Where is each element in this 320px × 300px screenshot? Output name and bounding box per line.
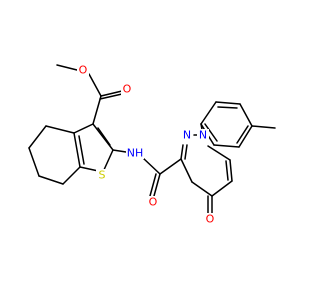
bond — [180, 158, 193, 183]
bond — [102, 149, 114, 173]
atom-label-amide-o: O — [149, 196, 158, 209]
bond — [149, 173, 157, 197]
bond — [38, 175, 64, 185]
bond — [73, 132, 81, 168]
bond — [239, 103, 253, 127]
bond — [191, 181, 213, 197]
bond — [88, 73, 102, 97]
atom-label-pyridazine-n1: N — [199, 129, 207, 142]
bond — [159, 158, 182, 175]
bond — [92, 123, 114, 151]
bond — [184, 144, 188, 160]
bond — [211, 180, 233, 197]
bond — [153, 173, 161, 197]
atom-label-amide-nh: NH — [127, 147, 144, 160]
bond — [45, 125, 75, 134]
bond — [251, 125, 276, 129]
bond — [215, 101, 241, 105]
atom-label-o-ester-double: O — [123, 83, 132, 96]
bond — [213, 144, 240, 148]
bond — [78, 135, 85, 165]
atom-label-pyridazine-n2: N — [183, 129, 191, 142]
bond — [73, 123, 94, 134]
atom-label-ketone-o: O — [206, 213, 215, 226]
bond — [204, 123, 218, 142]
bond — [99, 93, 123, 100]
bond — [180, 144, 184, 160]
bond — [97, 127, 111, 146]
bond — [229, 159, 233, 182]
bond — [236, 125, 249, 144]
bond — [62, 166, 81, 185]
bond — [92, 95, 102, 125]
bond — [28, 125, 47, 149]
bond — [217, 106, 238, 109]
bond — [56, 64, 78, 71]
bond — [100, 90, 123, 97]
bond — [207, 145, 231, 161]
bond — [225, 160, 229, 181]
bond — [238, 125, 253, 148]
bond-layer — [28, 64, 276, 215]
atom-label-layer: O O NH S N N O O — [77, 64, 216, 226]
bond — [28, 147, 40, 177]
bond — [112, 149, 127, 153]
molecule-structure-diagram: O O NH S N N O O — [28, 64, 276, 226]
bond — [200, 101, 217, 125]
atom-label-thiophene-s: S — [99, 169, 106, 182]
bond — [142, 157, 161, 175]
atom-label-o-ester-single: O — [79, 64, 88, 77]
